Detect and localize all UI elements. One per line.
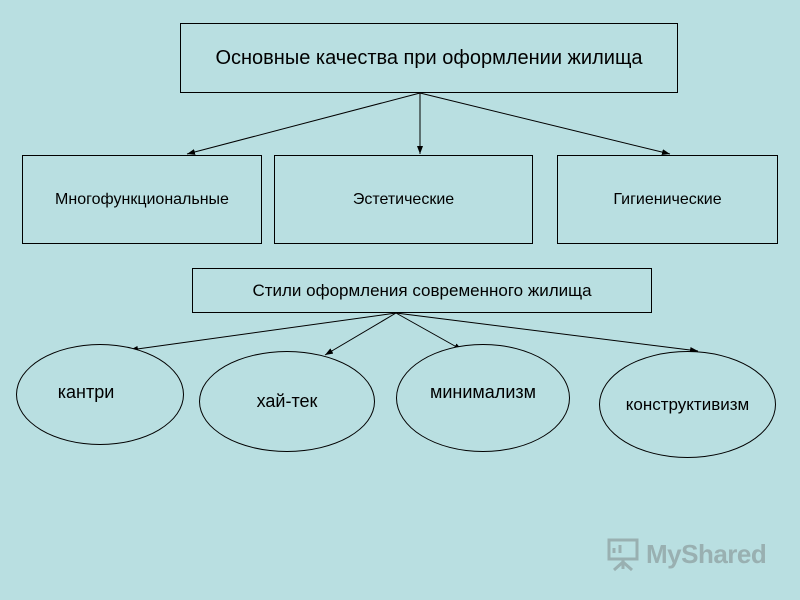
myshared-watermark: MyShared — [606, 536, 767, 572]
styles-title-box: Стили оформления современного жилища — [192, 268, 652, 313]
main-title-box: Основные качества при оформлении жилища — [180, 23, 678, 93]
quality-label: Эстетические — [352, 190, 455, 208]
style-label: хай-тек — [256, 391, 318, 411]
quality-box-multifunctional: Многофункциональные — [22, 155, 262, 244]
style-ellipse-minimalism: минимализм — [396, 344, 570, 452]
watermark-text: MyShared — [646, 538, 767, 569]
style-label: минимализм — [430, 381, 536, 402]
arrow-to-country — [129, 312, 397, 352]
presentation-board-icon — [607, 538, 639, 572]
styles-title-text: Стили оформления современного жилища — [252, 280, 592, 300]
arrow-to-constructivism — [395, 312, 699, 353]
style-ellipse-country: кантри — [16, 344, 184, 445]
style-ellipse-constructivism: конструктивизм — [599, 351, 776, 458]
quality-label: Многофункциональные — [55, 190, 229, 208]
quality-box-hygienic: Гигиенические — [557, 155, 778, 244]
quality-box-aesthetic: Эстетические — [274, 155, 533, 244]
arrow-to-multifunctional — [186, 92, 421, 155]
arrow-to-hitech — [324, 312, 397, 356]
arrow-to-hygienic — [419, 92, 671, 156]
style-ellipse-hitech: хай-тек — [199, 351, 375, 452]
quality-label: Гигиенические — [613, 190, 722, 208]
main-title-text: Основные качества при оформлении жилища — [215, 46, 643, 69]
style-label: кантри — [57, 382, 115, 402]
arrow-to-minimalism — [395, 312, 463, 351]
style-label: конструктивизм — [625, 394, 750, 414]
